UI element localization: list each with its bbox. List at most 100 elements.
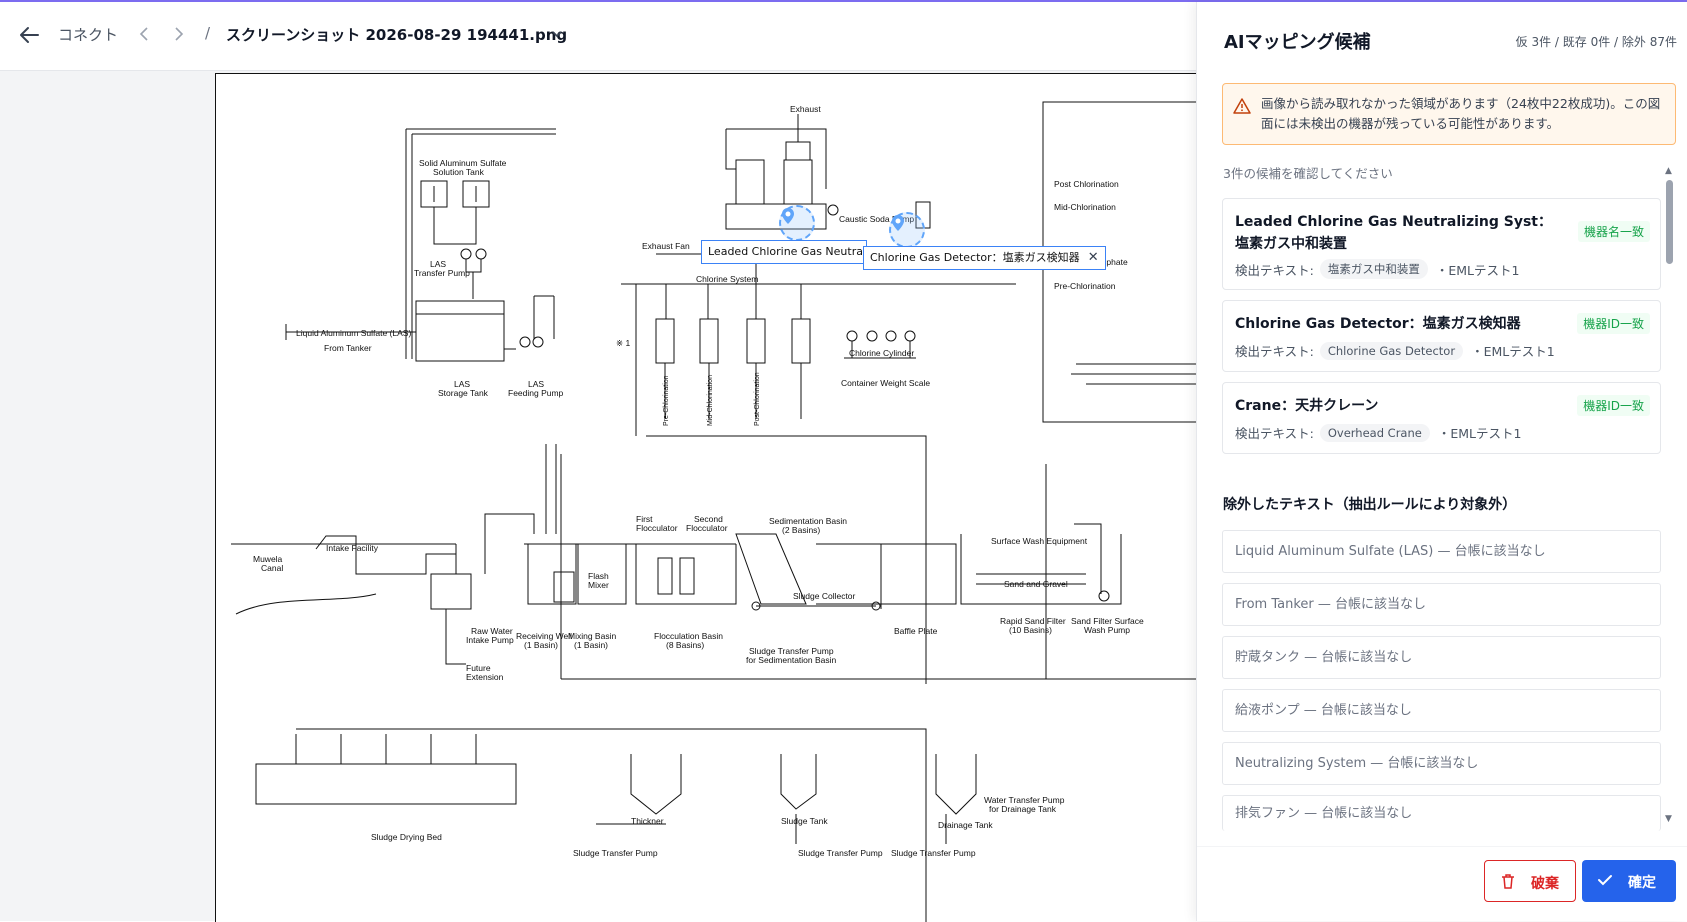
svg-text:Flocculation Basin: Flocculation Basin [654, 631, 723, 641]
svg-text:Sludge Drying Bed: Sludge Drying Bed [371, 832, 442, 842]
svg-text:Post-Chlorination: Post-Chlorination [754, 372, 761, 426]
svg-text:Pre-Chlorination: Pre-Chlorination [663, 375, 670, 426]
candidate-card[interactable]: Crane：天井クレーン 機器ID一致 検出テキスト: Overhead Cra… [1222, 382, 1661, 454]
svg-text:Flocculator: Flocculator [636, 523, 678, 533]
chevron-down-icon[interactable] [551, 28, 563, 40]
svg-text:Mixer: Mixer [588, 580, 609, 590]
source-name: ・EMLテスト1 [1435, 262, 1520, 278]
svg-text:Sludge Transfer Pump: Sludge Transfer Pump [749, 646, 834, 656]
source-name: ・EMLテスト1 [1471, 344, 1555, 359]
svg-text:Thickner: Thickner [631, 816, 664, 826]
detected-text-row: 検出テキスト: 塩素ガス中和装置 ・EMLテスト1 [1235, 259, 1519, 279]
detected-text-row: 検出テキスト: Chlorine Gas Detector ・EMLテスト1 [1235, 341, 1555, 360]
svg-text:for Sedimentation Basin: for Sedimentation Basin [746, 655, 837, 665]
breadcrumb-root-link[interactable]: コネクト [58, 26, 119, 44]
review-instruction: 3件の候補を確認してください [1223, 166, 1393, 181]
svg-text:From Tanker: From Tanker [324, 343, 372, 353]
close-icon[interactable]: ✕ [1087, 250, 1099, 265]
svg-text:Pre-Chlorination: Pre-Chlorination [1054, 281, 1116, 291]
svg-text:Rapid Sand Filter: Rapid Sand Filter [1000, 616, 1066, 626]
excluded-text-item: Liquid Aluminum Sulfate (LAS) — 台帳に該当なし [1222, 530, 1661, 573]
detected-text-chip: 塩素ガス中和装置 [1319, 259, 1428, 279]
chevron-left-icon[interactable] [137, 24, 151, 44]
svg-text:Chlorine System: Chlorine System [696, 274, 758, 284]
svg-text:Solid Aluminum Sulfate: Solid Aluminum Sulfate [419, 158, 507, 168]
svg-text:Exhaust Fan: Exhaust Fan [642, 241, 690, 251]
discard-button[interactable]: 破棄 [1484, 860, 1576, 902]
map-pin-icon [892, 215, 904, 231]
svg-text:LAS: LAS [528, 379, 544, 389]
check-icon [1598, 875, 1612, 886]
match-badge: 機器ID一致 [1577, 395, 1650, 416]
svg-text:Transfer Pump: Transfer Pump [414, 268, 470, 278]
ai-mapping-panel: AIマッピング候補 仮 3件 / 既存 0件 / 除外 87件 画像から読み取れ… [1196, 2, 1687, 921]
svg-text:LAS: LAS [430, 259, 446, 269]
svg-text:Intake Pump: Intake Pump [466, 635, 514, 645]
top-accent-bar [0, 0, 1687, 2]
warning-icon [1233, 98, 1251, 114]
svg-text:(2 Basins): (2 Basins) [782, 525, 820, 535]
excluded-text-item: Neutralizing System — 台帳に該当なし [1222, 742, 1661, 785]
svg-text:Sludge Collector: Sludge Collector [793, 591, 856, 601]
svg-text:Baffle Plate: Baffle Plate [894, 626, 938, 636]
detected-text-row: 検出テキスト: Overhead Crane ・EMLテスト1 [1235, 423, 1521, 442]
warning-text: 画像から読み取れなかった領域があります（24枚中22枚成功)。この図面には未検出… [1261, 96, 1661, 131]
svg-text:Feeding Pump: Feeding Pump [508, 388, 564, 398]
scroll-up-icon[interactable]: ▲ [1665, 166, 1672, 176]
chevron-right-icon[interactable] [172, 24, 186, 44]
detected-text-chip: Overhead Crane [1319, 423, 1430, 442]
svg-text:Canal: Canal [261, 563, 283, 573]
scroll-down-icon[interactable]: ▼ [1665, 814, 1672, 824]
candidate-title: Leaded Chlorine Gas Neutralizing Syst：塩素… [1235, 214, 1552, 252]
excluded-section-title: 除外したテキスト（抽出ルールにより対象外） [1223, 497, 1517, 513]
candidate-title: Crane：天井クレーン [1235, 398, 1379, 414]
footer-divider [1197, 846, 1687, 847]
svg-text:Sludge Transfer Pump: Sludge Transfer Pump [573, 848, 658, 858]
svg-text:Solution Tank: Solution Tank [433, 167, 485, 177]
breadcrumb-separator: / [205, 24, 211, 42]
svg-text:Second: Second [694, 514, 723, 524]
candidate-card[interactable]: Chlorine Gas Detector：塩素ガス検知器 機器ID一致 検出テ… [1222, 300, 1661, 372]
panel-title: AIマッピング候補 [1224, 32, 1371, 53]
svg-text:Sand Filter Surface: Sand Filter Surface [1071, 616, 1144, 626]
svg-text:Intake Facility: Intake Facility [326, 543, 379, 553]
excluded-text-item: From Tanker — 台帳に該当なし [1222, 583, 1661, 626]
svg-text:Exhaust: Exhaust [790, 104, 821, 114]
svg-text:Drainage Tank: Drainage Tank [938, 820, 993, 830]
drawing-canvas[interactable]: Exhaust Solid Aluminum Sulfate Solution … [0, 70, 1196, 922]
svg-text:Caustic Soda Pump: Caustic Soda Pump [839, 214, 914, 224]
tag-label-neutralizing[interactable]: Leaded Chlorine Gas Neutralizin [701, 240, 867, 264]
excluded-text-item: 給液ポンプ — 台帳に該当なし [1222, 689, 1661, 732]
svg-text:(1 Basin): (1 Basin) [524, 640, 558, 650]
file-name-title[interactable]: スクリーンショット 2026-08-29 194441.png [226, 26, 568, 44]
match-badge: 機器ID一致 [1577, 313, 1650, 334]
drawing-sheet: Exhaust Solid Aluminum Sulfate Solution … [215, 73, 1196, 922]
svg-text:for Drainage Tank: for Drainage Tank [989, 804, 1057, 814]
candidate-counts: 仮 3件 / 既存 0件 / 除外 87件 [1515, 35, 1677, 49]
svg-text:Sludge Tank: Sludge Tank [781, 816, 828, 826]
svg-text:Extension: Extension [466, 672, 504, 682]
svg-text:Liquid Aluminum Sulfate (LAS): Liquid Aluminum Sulfate (LAS) [296, 328, 411, 338]
scrollbar-thumb[interactable] [1666, 180, 1673, 264]
excluded-text-item: 貯蔵タンク — 台帳に該当なし [1222, 636, 1661, 679]
tag-label-gas-detector[interactable]: Chlorine Gas Detector：塩素ガス検知器✕ [863, 246, 1106, 270]
candidate-card[interactable]: Leaded Chlorine Gas Neutralizing Syst：塩素… [1222, 198, 1661, 290]
svg-text:Chlorine Cylinder: Chlorine Cylinder [849, 348, 914, 358]
detected-location-pin[interactable] [779, 205, 815, 241]
confirm-button[interactable]: 確定 [1582, 860, 1676, 902]
process-flow-diagram: Exhaust Solid Aluminum Sulfate Solution … [231, 101, 1196, 922]
trash-icon [1502, 874, 1514, 889]
svg-text:Container Weight Scale: Container Weight Scale [841, 378, 930, 388]
svg-text:(10 Basins): (10 Basins) [1009, 625, 1052, 635]
scrollbar[interactable]: ▲ ▼ [1663, 164, 1675, 830]
svg-text:Wash Pump: Wash Pump [1084, 625, 1130, 635]
candidate-title: Chlorine Gas Detector：塩素ガス検知器 [1235, 316, 1521, 332]
svg-text:Sand and Gravel: Sand and Gravel [1004, 579, 1068, 589]
svg-text:(8 Basins): (8 Basins) [666, 640, 704, 650]
svg-text:Raw Water: Raw Water [471, 626, 513, 636]
svg-text:Muwela: Muwela [253, 554, 283, 564]
svg-text:Mid-Chlorination: Mid-Chlorination [707, 375, 714, 426]
detected-location-pin[interactable] [889, 212, 925, 248]
svg-text:Mid-Chlorination: Mid-Chlorination [1054, 202, 1116, 212]
back-arrow-icon[interactable] [18, 24, 40, 46]
